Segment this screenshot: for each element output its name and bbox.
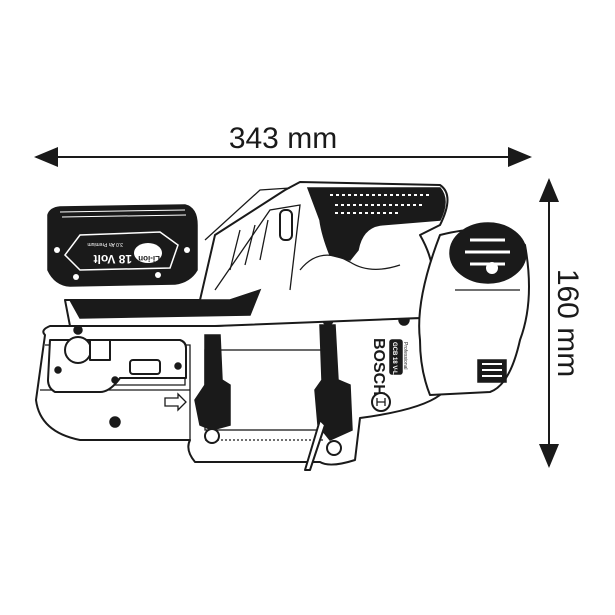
series-label: Professional [402,342,408,370]
height-dimension-label: 160 mm [551,269,584,377]
left-blade-guide [194,334,231,431]
li-ion-badge [134,243,162,263]
battery-voltage-label: 18 Volt [94,252,132,266]
model-label: GCB 18 V-LI [391,342,397,377]
length-dimension-label: 343 mm [229,122,337,155]
direction-arrow-icon [164,392,187,412]
battery-capacity-label: 3.0 Ah Premium [87,241,123,247]
tension-knob[interactable] [64,336,92,364]
brand-logo: BOSCH [370,338,387,396]
right-blade-guide [314,324,353,441]
li-ion-badge-text: Li-ion [138,254,160,263]
battery-pack [47,204,198,287]
